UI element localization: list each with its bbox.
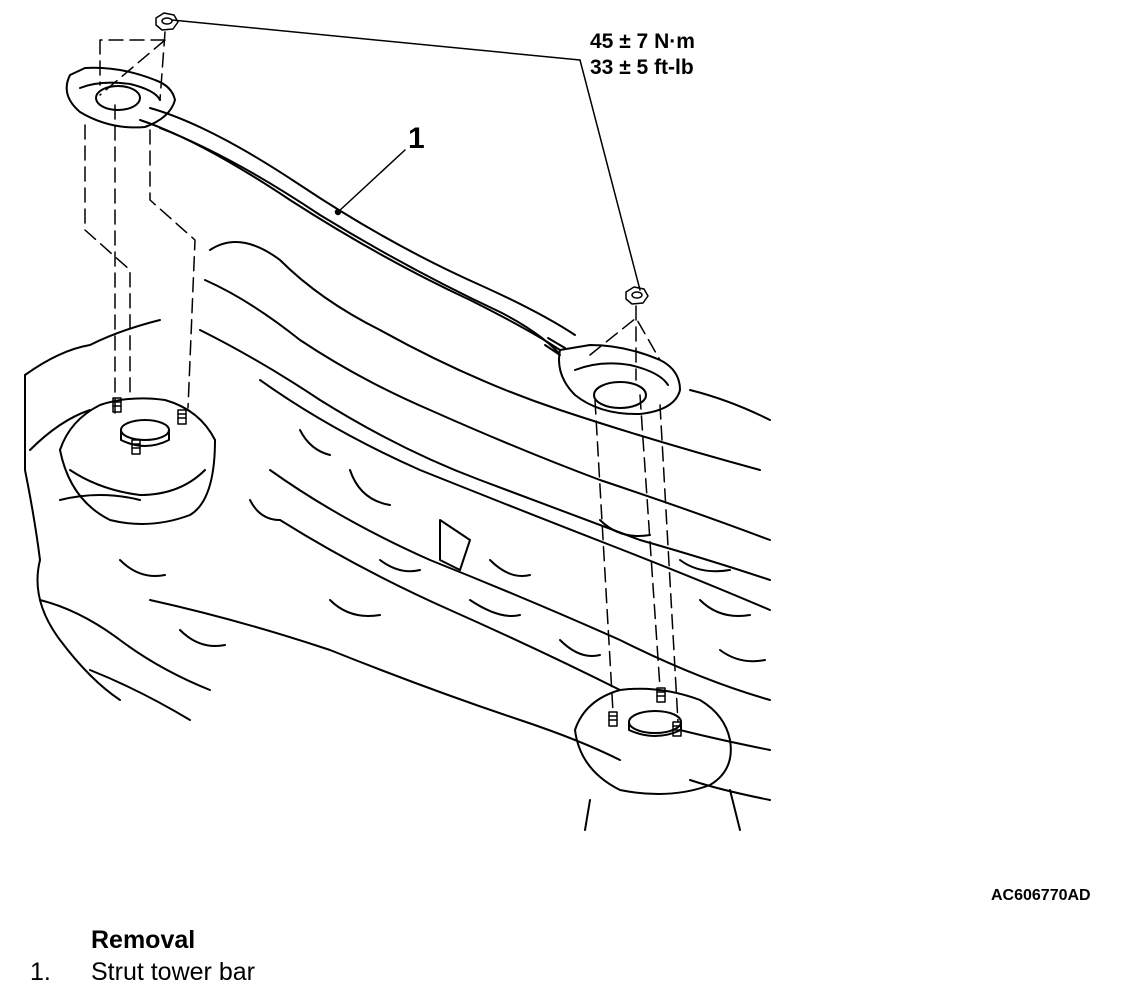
assembly-lines xyxy=(84,31,679,723)
torque-spec-imperial: 33 ± 5 ft-lb xyxy=(590,56,694,79)
figure-id: AC606770AD xyxy=(991,887,1091,904)
left-strut-tower xyxy=(59,397,216,525)
legend-item-text: Strut tower bar xyxy=(91,958,255,986)
legend-item-number: 1. xyxy=(30,958,51,986)
callout-leader-1 xyxy=(334,149,406,216)
torque-leader-lines xyxy=(171,19,641,291)
strut-tower-bar xyxy=(65,66,681,416)
right-nut xyxy=(625,286,649,305)
right-strut-stud xyxy=(608,687,682,737)
strut-tower-bar-diagram xyxy=(24,12,771,831)
vehicle-body-outline xyxy=(24,241,771,801)
right-strut-tower xyxy=(574,687,741,831)
legend-heading: Removal xyxy=(91,926,196,954)
callout-number-1: 1 xyxy=(408,122,425,155)
left-nut xyxy=(155,12,179,31)
left-strut-stud xyxy=(112,397,187,455)
torque-spec-metric: 45 ± 7 N·m xyxy=(590,30,695,53)
